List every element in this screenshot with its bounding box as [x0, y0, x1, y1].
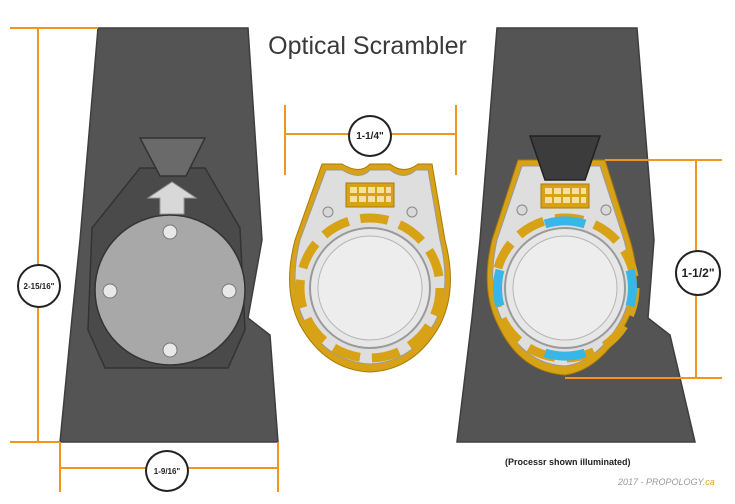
left-housing [59, 27, 279, 443]
center-chip [345, 182, 395, 208]
center-plate [289, 163, 451, 373]
right-illuminated-arcs [493, 216, 637, 361]
center-ring [295, 213, 445, 363]
illumination-caption: (Processr shown illuminated) [505, 457, 631, 467]
right-screw-right [600, 204, 612, 216]
right-housing [456, 27, 696, 443]
left-disc-screw-right [221, 283, 237, 299]
diagram-title: Optical Scrambler [268, 32, 467, 60]
dimension-label-width-left: 1-9/16" [145, 450, 189, 492]
center-chip-pins [350, 187, 391, 202]
right-housing-slot [528, 135, 602, 181]
dimension-label-width-center: 1-1/4" [348, 115, 392, 157]
right-screw-left [516, 204, 528, 216]
left-height-dimension [10, 27, 98, 443]
credit-line: 2017 - PROPOLOGY.ca [618, 477, 715, 487]
center-lens-inner [317, 235, 423, 341]
dimension-label-height-right: 1-1/2" [675, 250, 721, 296]
right-chip [540, 183, 590, 209]
left-housing-slot [138, 137, 207, 177]
center-screw-left [322, 206, 334, 218]
left-disc-screw-bottom [162, 342, 178, 358]
up-arrow-icon [146, 181, 198, 215]
left-disc-screw-top [162, 224, 178, 240]
left-disc-screw-left [102, 283, 118, 299]
credit-prefix: 2017 - [618, 477, 647, 487]
credit-tld: .ca [702, 477, 715, 487]
center-screw-right [406, 206, 418, 218]
right-lens-inner [512, 235, 618, 341]
left-disc [94, 214, 246, 366]
right-chip-pins [545, 188, 586, 203]
dimension-label-height-left: 2-15/16" [17, 264, 61, 308]
credit-brand: PROPOLOGY [646, 477, 703, 487]
